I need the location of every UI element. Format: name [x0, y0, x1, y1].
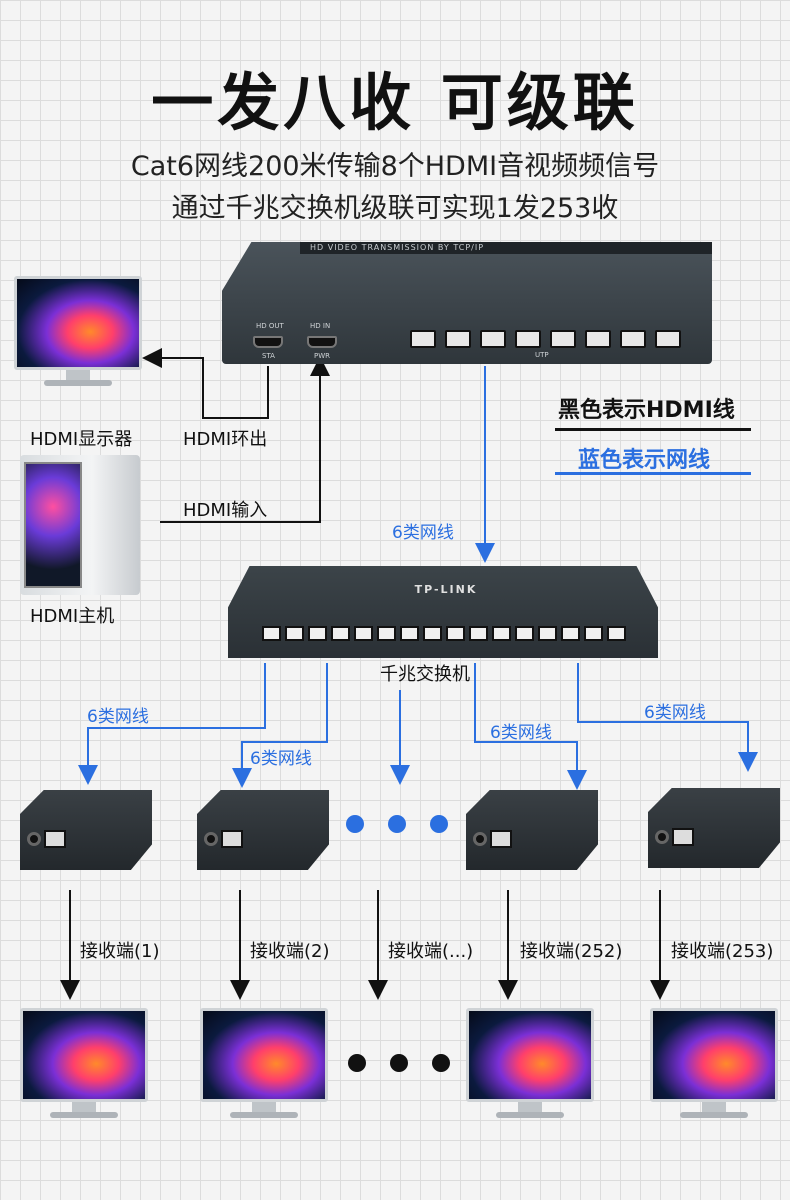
- legend-network-line: [555, 472, 751, 475]
- utp-port: [480, 330, 506, 348]
- switch-port: [262, 626, 281, 641]
- switch-port: [538, 626, 557, 641]
- receiver-252-label: 接收端(252): [520, 941, 623, 962]
- monitor-icon: [20, 1008, 148, 1120]
- switch-port: [377, 626, 396, 641]
- receiver-253-label: 接收端(253): [671, 941, 774, 962]
- hdmi-loop-out-label: HDMI环出: [183, 429, 268, 450]
- ellipsis-dot-dark: [390, 1054, 408, 1072]
- switch-port: [400, 626, 419, 641]
- utp-label: UTP: [535, 351, 549, 359]
- utp-port: [655, 330, 681, 348]
- switch-port: [285, 626, 304, 641]
- monitor-icon: [466, 1008, 594, 1120]
- receiver-rj45-port: [44, 830, 66, 848]
- receiver-icon: [20, 790, 152, 870]
- page-title: 一发八收 可级联: [151, 66, 639, 139]
- subtitle-line-2: 通过千兆交换机级联可实现1发253收: [171, 193, 619, 224]
- receiver-2-label: 接收端(2): [250, 941, 330, 962]
- rx252-cable-label: 6类网线: [490, 723, 552, 743]
- monitor-icon: [14, 276, 142, 388]
- switch-port: [423, 626, 442, 641]
- receiver-dc-port: [204, 832, 218, 846]
- rx2-cable-label: 6类网线: [250, 749, 312, 769]
- switch-port: [584, 626, 603, 641]
- switch-to-rx2-line: [232, 663, 328, 788]
- tx-cable-label: 6类网线: [392, 523, 454, 543]
- utp-port: [515, 330, 541, 348]
- switch-to-rx253-line: [577, 663, 758, 772]
- switch-port: [561, 626, 580, 641]
- ellipsis-dot-dark: [432, 1054, 450, 1072]
- hdmi-input-line: [160, 356, 330, 523]
- rx1-cable-label: 6类网线: [87, 707, 149, 727]
- hd-out-label: HD OUT: [256, 322, 284, 330]
- monitor-icon: [650, 1008, 778, 1120]
- utp-port: [550, 330, 576, 348]
- switch-port: [607, 626, 626, 641]
- switch-port: [308, 626, 327, 641]
- switch-to-rx1-line: [78, 663, 266, 785]
- switch-icon: [228, 566, 658, 658]
- ellipsis-dot: [346, 815, 364, 833]
- hd-out-port: [253, 336, 283, 348]
- pwr-label: PWR: [314, 352, 331, 360]
- ellipsis-dot: [388, 815, 406, 833]
- switch-port: [515, 626, 534, 641]
- switch-to-rx252-line: [474, 663, 587, 790]
- monitor-icon: [200, 1008, 328, 1120]
- receiver-icon: [648, 788, 780, 868]
- ellipsis-dot: [430, 815, 448, 833]
- legend-hdmi-line: [555, 428, 751, 431]
- receiver-dc-port: [473, 832, 487, 846]
- switch-port: [354, 626, 373, 641]
- receiver-rj45-port: [672, 828, 694, 846]
- sta-label: STA: [262, 352, 275, 360]
- switch-port: [331, 626, 350, 641]
- hdmi-input-label: HDMI输入: [183, 500, 268, 521]
- legend-network-text: 蓝色表示网线: [578, 448, 711, 473]
- hdmi-monitor-label: HDMI显示器: [30, 429, 133, 450]
- ellipsis-dot-dark: [348, 1054, 366, 1072]
- receiver-rj45-port: [221, 830, 243, 848]
- receiver-rj45-port: [490, 830, 512, 848]
- switch-brand: TP-LINK: [414, 583, 478, 596]
- receiver-icon: [197, 790, 329, 870]
- receiver-1-label: 接收端(1): [80, 941, 160, 962]
- utp-port: [620, 330, 646, 348]
- hd-in-port: [307, 336, 337, 348]
- hdmi-loop-out-line: [142, 348, 269, 419]
- legend-hdmi-text: 黑色表示HDMI线: [558, 398, 735, 423]
- utp-port: [445, 330, 471, 348]
- switch-port: [492, 626, 511, 641]
- receiver-dc-port: [655, 830, 669, 844]
- hdmi-host-label: HDMI主机: [30, 606, 115, 627]
- subtitle-line-1: Cat6网线200米传输8个HDMI音视频频信号: [130, 151, 660, 182]
- transmitter-band-text: HD VIDEO TRANSMISSION BY TCP/IP: [300, 242, 712, 254]
- receiver-dc-port: [27, 832, 41, 846]
- utp-port: [410, 330, 436, 348]
- receiver-more-label: 接收端(...): [388, 941, 474, 962]
- switch-port: [469, 626, 488, 641]
- switch-port: [446, 626, 465, 641]
- hd-in-label: HD IN: [310, 322, 331, 330]
- receiver-icon: [466, 790, 598, 870]
- utp-port: [585, 330, 611, 348]
- pc-glass-panel: [24, 462, 82, 588]
- switch-caption: 千兆交换机: [380, 664, 470, 685]
- rx253-cable-label: 6类网线: [644, 703, 706, 723]
